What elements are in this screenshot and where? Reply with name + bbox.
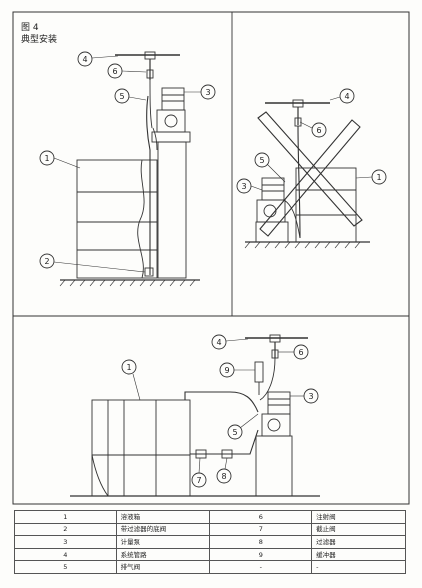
pulsation-damper — [254, 361, 264, 383]
legend-number: 7 — [209, 522, 313, 537]
callout-label: 3 — [241, 182, 246, 191]
callout-circle — [39, 150, 55, 166]
callout-circle — [114, 88, 130, 104]
callout-label: 5 — [119, 92, 124, 101]
diagram-top-right: 4 6 5 3 1 — [236, 88, 387, 249]
legend-number: - — [209, 560, 313, 574]
callout-label: 4 — [216, 338, 221, 347]
callout-circle — [227, 424, 243, 440]
callout-label: 1 — [126, 363, 131, 372]
callout-label: 5 — [259, 156, 264, 165]
figure-number: 图 4 — [21, 23, 39, 33]
callout-circle — [311, 122, 327, 138]
outer-frame — [12, 11, 410, 505]
tank-drum — [76, 159, 158, 279]
callout-circle — [339, 88, 355, 104]
callout-circle — [211, 334, 227, 350]
legend-item: 过滤器 — [311, 535, 406, 549]
pump-head — [164, 114, 178, 128]
legend-item: 计量泵 — [115, 535, 211, 549]
legend-number: 2 — [14, 522, 117, 537]
pump-head — [267, 418, 281, 432]
callout-circle — [219, 362, 235, 378]
legend-number: 3 — [14, 535, 117, 549]
callout-circle — [107, 63, 123, 79]
callout-label: 6 — [316, 126, 321, 135]
callout-circle — [200, 84, 216, 100]
legend-number: 6 — [209, 510, 313, 524]
pump-motor — [161, 87, 185, 111]
pump-base — [151, 131, 191, 143]
injection-valve — [146, 69, 154, 79]
callout-circle — [293, 344, 309, 360]
cross-out-stroke — [257, 111, 363, 227]
legend-item: 截止阀 — [311, 522, 406, 537]
callout-label: 1 — [376, 173, 381, 182]
legend-number: 4 — [14, 547, 117, 562]
callout-label: 1 — [44, 154, 49, 163]
callout-label: 3 — [308, 392, 313, 401]
figure-caption: 典型安装 — [21, 35, 58, 45]
pump-motor — [267, 391, 291, 415]
legend-item: 排气阀 — [115, 560, 211, 574]
callout-circle — [216, 468, 232, 484]
legend-item: 缓冲器 — [311, 547, 406, 562]
callout-circle — [236, 178, 252, 194]
callout-label: 8 — [221, 472, 226, 481]
callout-label: 2 — [44, 257, 49, 266]
legend-item: 带过滤器的底阀 — [115, 522, 211, 537]
legend-number: 5 — [14, 560, 117, 574]
callout-circle — [254, 152, 270, 168]
callout-label: 6 — [298, 348, 303, 357]
callout-circle — [39, 253, 55, 269]
pump-support — [255, 435, 293, 497]
legend-item: 注射阀 — [311, 510, 406, 524]
callout-label: 7 — [196, 476, 201, 485]
callout-circle — [121, 359, 137, 375]
diagram-top-left: 4 6 5 3 1 2 — [39, 51, 216, 287]
legend-item: 系统管路 — [115, 547, 211, 562]
shutoff-valve — [195, 449, 207, 459]
legend-item: - — [311, 560, 406, 574]
callout-label: 9 — [224, 366, 229, 375]
legend-item: 溶液箱 — [115, 510, 211, 524]
callout-label: 5 — [232, 428, 237, 437]
callout-circle — [191, 472, 207, 488]
cross-out-stroke — [259, 119, 361, 237]
callout-circle — [371, 169, 387, 185]
pump-support — [157, 141, 187, 279]
callout-label: 3 — [205, 88, 210, 97]
legend-number: 1 — [14, 510, 117, 524]
callout-label: 6 — [112, 67, 117, 76]
callout-label: 4 — [82, 55, 87, 64]
figure-title: 图 4 典型安装 — [21, 22, 57, 46]
pump-motor — [261, 177, 285, 201]
callout-circle — [303, 388, 319, 404]
legend-number: 8 — [209, 535, 313, 549]
pump-head — [263, 204, 277, 218]
tank-cutaway — [137, 159, 145, 279]
diagram-bottom: 4 9 6 1 3 5 7 8 — [70, 334, 320, 497]
callout-label: 4 — [344, 92, 349, 101]
legend-number: 9 — [209, 547, 313, 562]
tank-drum — [91, 399, 191, 497]
foot-valve — [144, 267, 154, 277]
callout-circle — [77, 51, 93, 67]
